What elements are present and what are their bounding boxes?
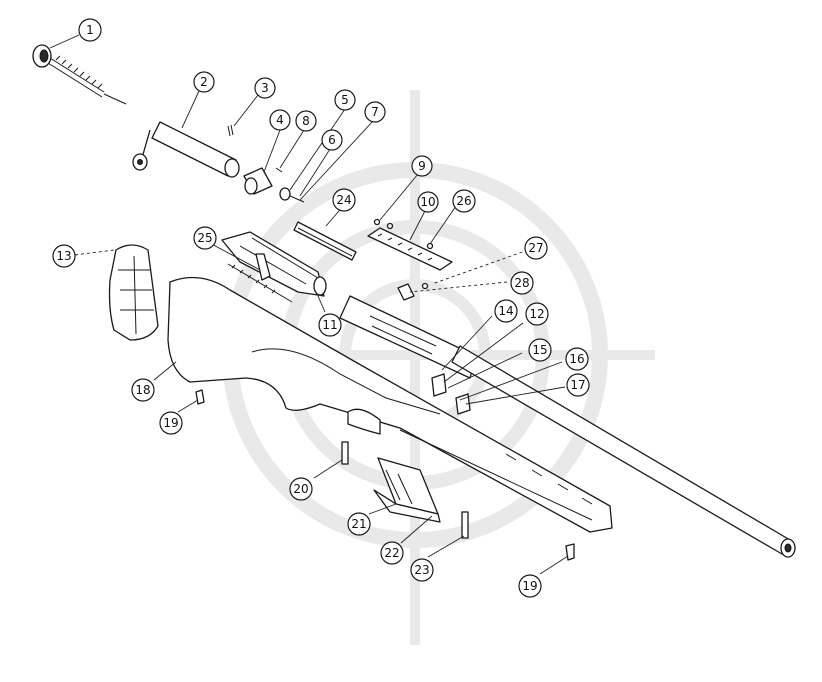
part-release-spring xyxy=(455,393,471,415)
callout-21-label: 21 xyxy=(351,517,366,531)
callout-9-label: 9 xyxy=(418,159,426,173)
callout-27: 27 xyxy=(524,236,548,260)
part-trigger-guard xyxy=(347,408,381,435)
callout-21: 21 xyxy=(347,512,371,536)
part-magazine xyxy=(373,457,441,523)
callout-20-label: 20 xyxy=(293,482,308,496)
callout-13: 13 xyxy=(52,244,76,268)
part-rail-screw xyxy=(421,282,429,290)
callout-8: 8 xyxy=(295,110,317,132)
part-butt-pad xyxy=(108,244,159,341)
callout-7-label: 7 xyxy=(371,105,379,119)
callout-19-rear-label: 19 xyxy=(163,416,178,430)
callout-1: 1 xyxy=(78,18,102,42)
part-stock-screw-rear xyxy=(195,389,205,405)
callout-19-front-label: 19 xyxy=(522,579,537,593)
callout-9: 9 xyxy=(411,155,433,177)
callout-25-label: 25 xyxy=(197,231,212,245)
part-extractor-pin xyxy=(275,167,283,173)
leader-lines xyxy=(49,34,569,575)
callout-8-label: 8 xyxy=(302,114,310,128)
callout-4-label: 4 xyxy=(276,113,284,127)
callout-18: 18 xyxy=(131,378,155,402)
callout-5-label: 5 xyxy=(341,93,349,107)
part-magazine-pin xyxy=(461,511,469,539)
part-magazine-release xyxy=(431,373,447,397)
callout-19-rear: 19 xyxy=(159,411,183,435)
callout-3-label: 3 xyxy=(261,81,269,95)
part-small-pin xyxy=(227,124,234,137)
callout-12: 12 xyxy=(525,302,549,326)
part-stock xyxy=(167,276,613,533)
callout-13-label: 13 xyxy=(56,249,71,263)
callout-16: 16 xyxy=(565,347,589,371)
callout-6: 6 xyxy=(321,129,343,151)
part-trigger-spring xyxy=(227,263,293,303)
part-trigger-assembly xyxy=(221,231,327,297)
callout-17-label: 17 xyxy=(570,378,585,392)
callout-27-label: 27 xyxy=(528,241,543,255)
part-stock-screw-front xyxy=(565,543,575,561)
part-bolt-catch xyxy=(397,283,415,301)
callout-22-label: 22 xyxy=(384,546,399,560)
callout-17: 17 xyxy=(566,373,590,397)
callout-10: 10 xyxy=(417,191,439,213)
callout-7: 7 xyxy=(364,101,386,123)
callout-2: 2 xyxy=(193,71,215,93)
callout-15-label: 15 xyxy=(532,343,547,357)
callout-3: 3 xyxy=(254,77,276,99)
callout-16-label: 16 xyxy=(569,352,584,366)
callout-25: 25 xyxy=(193,226,217,250)
callout-10-label: 10 xyxy=(420,195,435,209)
callout-26: 26 xyxy=(452,189,476,213)
callout-22: 22 xyxy=(380,541,404,565)
part-guard-screw xyxy=(341,441,349,465)
part-bolt-body xyxy=(132,121,240,178)
callout-23: 23 xyxy=(410,558,434,582)
callout-26-label: 26 xyxy=(456,194,471,208)
callout-5: 5 xyxy=(334,89,356,111)
part-ejector-pin xyxy=(289,195,305,203)
callout-28: 28 xyxy=(510,271,534,295)
part-ring xyxy=(279,187,291,201)
callout-1-label: 1 xyxy=(86,23,94,37)
callout-28-label: 28 xyxy=(514,276,529,290)
callout-23-label: 23 xyxy=(414,563,429,577)
callout-14: 14 xyxy=(494,299,518,323)
callout-6-label: 6 xyxy=(328,133,336,147)
callout-19-front: 19 xyxy=(518,574,542,598)
callout-24: 24 xyxy=(332,188,356,212)
part-bolt-head xyxy=(243,167,273,195)
callout-15: 15 xyxy=(528,338,552,362)
part-scope-rail xyxy=(367,227,453,271)
callout-2-label: 2 xyxy=(200,75,208,89)
callout-11: 11 xyxy=(318,313,342,337)
part-scope-rail-bar xyxy=(293,221,357,261)
callout-4: 4 xyxy=(269,109,291,131)
callout-24-label: 24 xyxy=(336,193,351,207)
callout-11-label: 11 xyxy=(322,318,337,332)
callout-20: 20 xyxy=(289,477,313,501)
callout-18-label: 18 xyxy=(135,383,150,397)
callout-12-label: 12 xyxy=(529,307,544,321)
callout-14-label: 14 xyxy=(498,304,513,318)
part-firing-pin-assembly xyxy=(32,44,127,105)
